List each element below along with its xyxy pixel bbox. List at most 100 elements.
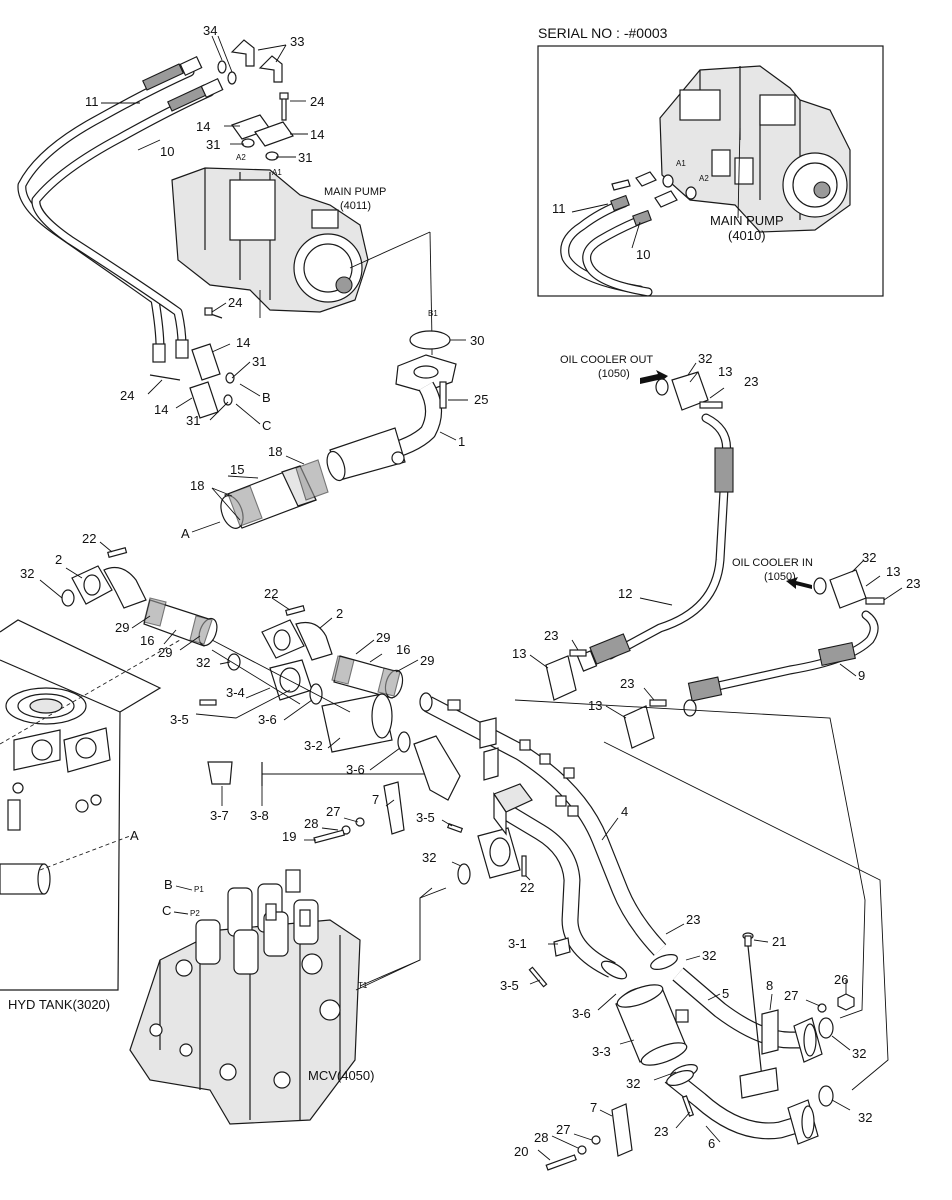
callout-28-a: 28 (304, 816, 318, 831)
main-pump-4011: MAIN PUMP (4011) A2 A1 (171, 153, 386, 313)
callout-27-a: 27 (326, 804, 340, 819)
callout-16-b: 16 (396, 642, 410, 657)
callout-29-c: 29 (376, 630, 390, 645)
callout-32-i: 32 (858, 1110, 872, 1125)
callout-13-ocin: 13 (886, 564, 900, 579)
center-callouts: 4 7 27 28 19 3-5 32 22 3-1 3-5 3-6 23 32 (282, 792, 716, 1021)
inset-hoses (560, 194, 653, 297)
callout-28-b: 28 (534, 1130, 548, 1145)
inset-callout-11: 11 (552, 201, 566, 216)
suction-elbow-1: B1 30 25 1 (326, 309, 488, 482)
callout-3-7: 3-7 (210, 808, 229, 823)
callout-32-c: 32 (196, 655, 210, 670)
callout-13-ocout: 13 (718, 364, 732, 379)
main-pump-port-a2: A2 (236, 153, 246, 162)
callout-3-5-a: 3-5 (170, 712, 189, 727)
callout-1: 1 (458, 434, 465, 449)
callout-32-d: 32 (422, 850, 436, 865)
inset-serial-variant: SERIAL NO : -#0003 A1 A2 (537, 25, 884, 297)
hyd-tank-label: HYD TANK(3020) (8, 997, 110, 1012)
ref-a-lower: A (130, 828, 139, 843)
callout-2-a: 2 (55, 552, 62, 567)
oil-cooler-in-label-1: OIL COOLER IN (732, 557, 813, 569)
callout-13-m1: 13 (512, 646, 526, 661)
callout-7-a: 7 (372, 792, 379, 807)
inset-pump-label-1: MAIN PUMP (710, 213, 784, 228)
oil-cooler-out-label-2: (1050) (598, 368, 630, 380)
callout-29-d: 29 (420, 653, 434, 668)
ref-a-upper: A (181, 526, 190, 541)
callout-3-8: 3-8 (250, 808, 269, 823)
callout-29-a: 29 (115, 620, 129, 635)
inset-port-a2: A2 (699, 174, 709, 183)
callout-8: 8 (766, 978, 773, 993)
callout-3-1: 3-1 (508, 936, 527, 951)
callout-13-m2: 13 (588, 698, 602, 713)
tank-return-fittings (61, 547, 411, 786)
oil-cooler-out-line: OIL COOLER OUT (1050) 32 13 23 12 (560, 351, 758, 672)
callout-32-h: 32 (626, 1076, 640, 1091)
callout-24-mid: 24 (228, 295, 242, 310)
callout-14-d: 14 (154, 402, 168, 417)
upper-left-callouts: 34 33 11 24 14 14 31 31 10 24 14 31 24 1… (85, 23, 324, 433)
center-pipes (313, 692, 678, 1008)
callout-23-f: 23 (654, 1124, 668, 1139)
callout-16-a: 16 (140, 633, 154, 648)
main-pump-port-b1: B1 (428, 309, 438, 318)
callout-31-a: 31 (206, 137, 220, 152)
callout-9: 9 (858, 668, 865, 683)
callout-23-ocin: 23 (906, 576, 920, 591)
callout-6: 6 (708, 1136, 715, 1151)
callout-3-6-c: 3-6 (572, 1006, 591, 1021)
bottom-right-pipes (545, 932, 855, 1171)
tank-return-callouts: 22 2 32 29 16 29 22 2 32 29 16 29 3-4 3-… (20, 531, 434, 823)
callout-32-g: 32 (852, 1046, 866, 1061)
callout-34: 34 (203, 23, 217, 38)
callout-14-b: 14 (310, 127, 324, 142)
main-pump-label-1: MAIN PUMP (324, 186, 386, 198)
callout-2-b: 2 (336, 606, 343, 621)
callout-32-b: 32 (20, 566, 34, 581)
bottom-right-callouts: 5 8 21 26 27 32 3-3 32 32 7 23 6 27 28 2… (514, 934, 872, 1159)
bottom-right-leaders (537, 939, 851, 1161)
o-ring-32-mcv (457, 863, 471, 885)
o-ring-30 (409, 330, 451, 350)
callout-3-6-a: 3-6 (258, 712, 277, 727)
inset-pump-label-2: (4010) (728, 228, 766, 243)
oil-cooler-in-label-2: (1050) (764, 571, 796, 583)
callout-3-2: 3-2 (304, 738, 323, 753)
callout-3-6-b: 3-6 (346, 762, 365, 777)
callout-23-ocout: 23 (744, 374, 758, 389)
callout-18-a: 18 (190, 478, 204, 493)
callout-12: 12 (618, 586, 632, 601)
callout-21: 21 (772, 934, 786, 949)
callout-5: 5 (722, 986, 729, 1001)
callout-32-ocin: 32 (862, 550, 876, 565)
inset-fittings (611, 171, 697, 208)
upper-flange-set (217, 39, 294, 161)
callout-23-m1: 23 (544, 628, 558, 643)
callout-26: 26 (834, 972, 848, 987)
main-pump-port-a1: A1 (272, 168, 282, 177)
callout-3-5-c: 3-5 (500, 978, 519, 993)
callout-33: 33 (290, 34, 304, 49)
callout-31-c: 31 (252, 354, 266, 369)
callout-18-b: 18 (268, 444, 282, 459)
mcv-port-t1: T1 (358, 981, 368, 990)
callout-22-c: 22 (520, 880, 534, 895)
callout-15: 15 (230, 462, 244, 477)
lower-flange-set (149, 307, 235, 419)
callout-11: 11 (85, 94, 99, 109)
hoses-10-11 (17, 55, 224, 363)
callout-22-b: 22 (264, 586, 278, 601)
inset-main-pump: A1 A2 (659, 65, 851, 233)
callout-25: 25 (474, 392, 488, 407)
callout-4: 4 (621, 804, 628, 819)
mcv-label: MCV(4050) (308, 1068, 374, 1083)
callout-32-ocout: 32 (698, 351, 712, 366)
callout-23-m2: 23 (620, 676, 634, 691)
serial-number-label: SERIAL NO : -#0003 (538, 25, 668, 41)
callout-10: 10 (160, 144, 174, 159)
callout-23-e: 23 (686, 912, 700, 927)
